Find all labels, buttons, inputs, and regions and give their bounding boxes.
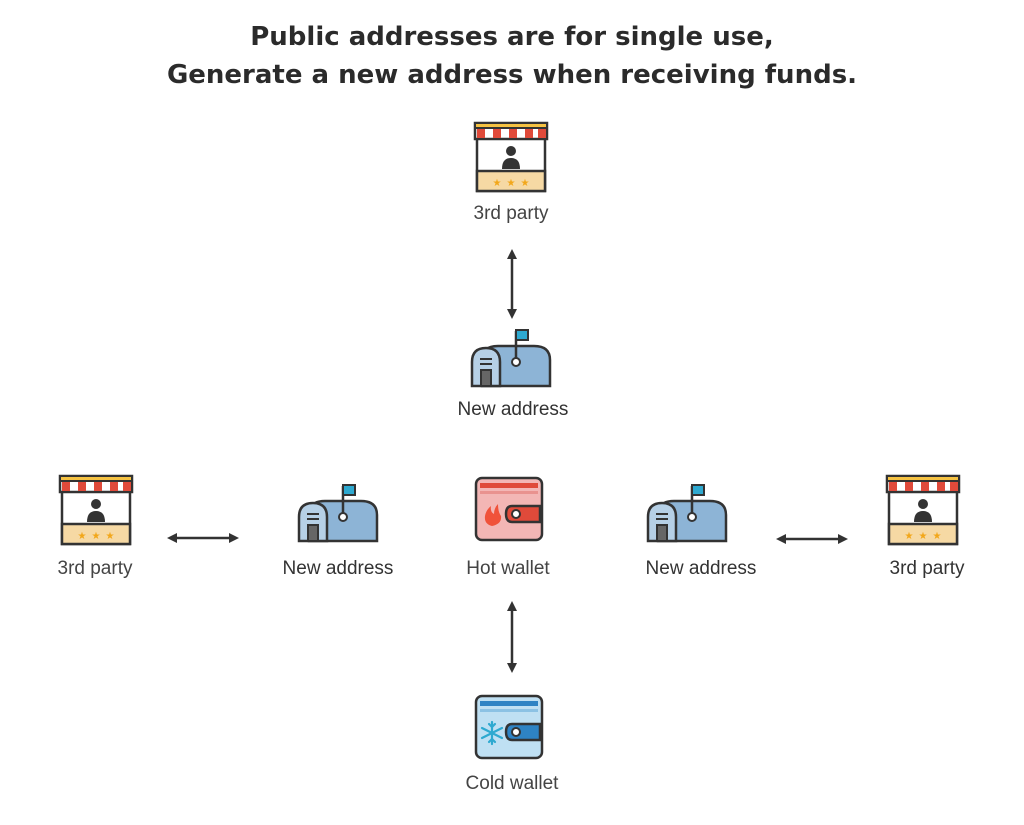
title-line-1: Public addresses are for single use, (250, 22, 774, 52)
svg-text:★: ★ (521, 178, 530, 189)
svg-text:★: ★ (507, 178, 516, 189)
store-icon: ★ ★ ★ (473, 121, 549, 193)
store-icon: ★ ★ ★ (58, 474, 134, 546)
diagram-title: Public addresses are for single use, Gen… (0, 18, 1024, 94)
svg-text:★: ★ (919, 531, 928, 542)
svg-text:★: ★ (933, 531, 942, 542)
arrow-top-bidirectional (507, 249, 517, 319)
hot-wallet-icon (474, 476, 544, 542)
mailbox-icon (470, 329, 552, 388)
arrow-right-bidirectional (776, 534, 848, 544)
svg-text:★: ★ (92, 531, 101, 542)
new-address-right-label: New address (645, 558, 757, 579)
svg-text:★: ★ (493, 178, 502, 189)
svg-text:★: ★ (78, 531, 87, 542)
title-line-2: Generate a new address when receiving fu… (166, 60, 858, 90)
arrow-bottom-bidirectional (507, 601, 517, 673)
svg-text:★: ★ (106, 531, 115, 542)
cold-wallet-label: Cold wallet (465, 773, 559, 794)
mailbox-icon (297, 484, 379, 543)
third-party-right-label: 3rd party (889, 558, 965, 579)
cold-wallet-icon (474, 694, 544, 760)
arrow-left-bidirectional (167, 533, 239, 543)
svg-text:★: ★ (905, 531, 914, 542)
mailbox-icon (646, 484, 728, 543)
third-party-left-label: 3rd party (57, 558, 133, 579)
third-party-top-label: 3rd party (473, 203, 549, 224)
hot-wallet-label: Hot wallet (466, 558, 550, 579)
new-address-top-label: New address (457, 399, 569, 420)
new-address-left-label: New address (282, 558, 394, 579)
store-icon: ★ ★ ★ (885, 474, 961, 546)
